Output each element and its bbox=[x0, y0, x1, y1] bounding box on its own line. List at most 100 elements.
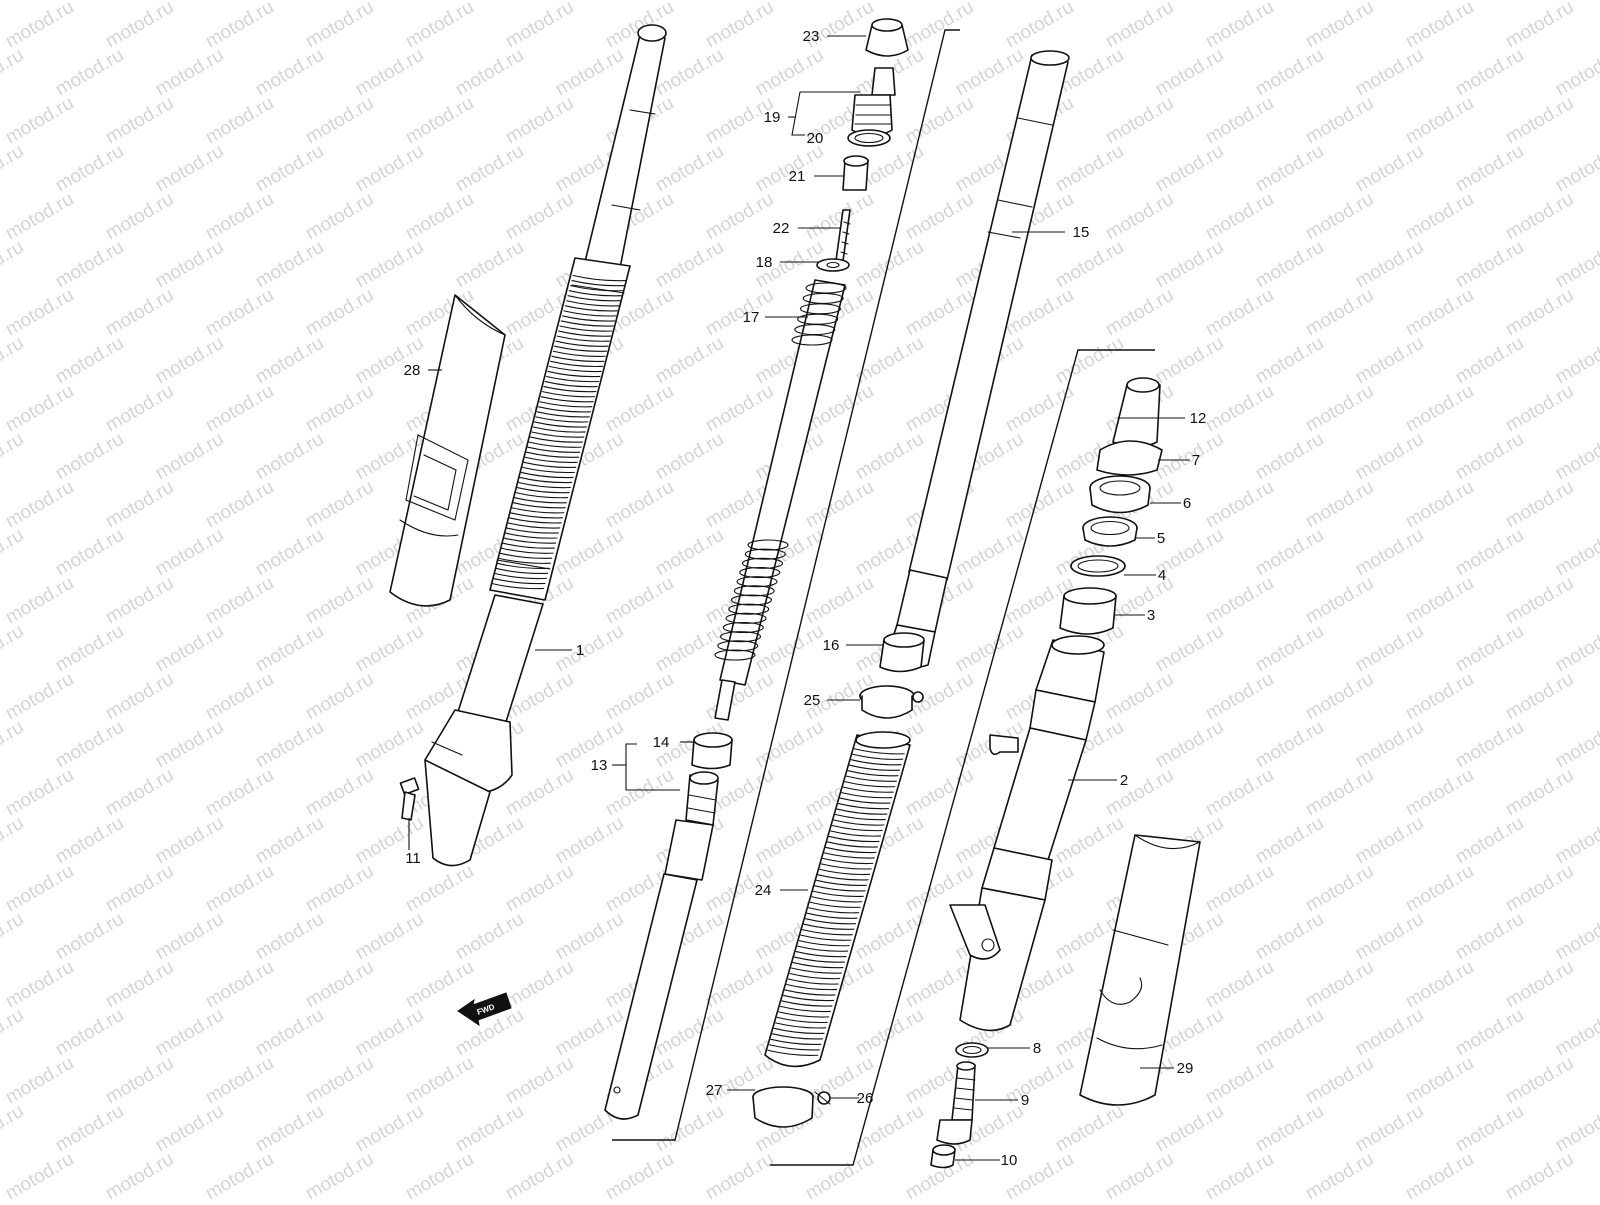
watermark-text: motod.ru bbox=[302, 1053, 377, 1109]
watermark-text: motod.ru bbox=[302, 957, 377, 1013]
watermark-text: motod.ru bbox=[1402, 861, 1477, 917]
boot-rib bbox=[820, 863, 872, 870]
watermark-text: motod.ru bbox=[302, 861, 377, 917]
watermark-text: motod.ru bbox=[302, 0, 377, 52]
watermark-text: motod.ru bbox=[652, 45, 727, 101]
watermark-text: motod.ru bbox=[652, 141, 727, 197]
watermark-text: motod.ru bbox=[1402, 477, 1477, 533]
watermark-text: motod.ru bbox=[2, 669, 77, 725]
watermark-text: motod.ru bbox=[202, 957, 277, 1013]
watermark-text: motod.ru bbox=[152, 621, 227, 677]
boot-rib bbox=[801, 929, 853, 936]
spring-coil bbox=[733, 585, 775, 597]
spring-coil bbox=[741, 557, 784, 569]
watermark-text: motod.ru bbox=[202, 573, 277, 629]
boot-rib bbox=[517, 481, 571, 489]
watermark-text: motod.ru bbox=[502, 189, 577, 245]
boot-rib bbox=[528, 441, 582, 448]
watermark-text: motod.ru bbox=[952, 45, 1027, 101]
watermark-text: motod.ru bbox=[1252, 1101, 1327, 1157]
boot-rib bbox=[563, 310, 617, 317]
watermark-text: motod.ru bbox=[1352, 909, 1427, 965]
boot-rib bbox=[789, 972, 841, 980]
boot-rib bbox=[773, 1027, 825, 1035]
callout-6: 6 bbox=[1183, 495, 1191, 512]
watermark-text: motod.ru bbox=[652, 237, 727, 293]
watermark-text: motod.ru bbox=[0, 813, 27, 869]
watermark-text: motod.ru bbox=[302, 1149, 377, 1200]
watermark-text: motod.ru bbox=[1152, 237, 1227, 293]
watermark-text: motod.ru bbox=[102, 285, 177, 341]
watermark-text: motod.ru bbox=[1402, 93, 1477, 149]
watermark-text: motod.ru bbox=[1202, 861, 1277, 917]
callout-7: 7 bbox=[1192, 452, 1200, 469]
watermark-text: motod.ru bbox=[402, 861, 477, 917]
watermark-text: motod.ru bbox=[1202, 285, 1277, 341]
boot-rib bbox=[519, 476, 573, 484]
watermark-text: motod.ru bbox=[552, 45, 627, 101]
watermark-text: motod.ru bbox=[102, 93, 177, 149]
watermark-text: motod.ru bbox=[1202, 765, 1277, 821]
boot-rib bbox=[547, 370, 601, 378]
spring-coil bbox=[717, 640, 759, 652]
watermark-text: motod.ru bbox=[1452, 237, 1527, 293]
boot-rib bbox=[844, 781, 896, 788]
watermark-text: motod.ru bbox=[702, 381, 777, 437]
watermark-text: motod.ru bbox=[1502, 669, 1577, 725]
watermark-text: motod.ru bbox=[1202, 189, 1277, 245]
watermark-text: motod.ru bbox=[502, 957, 577, 1013]
watermark-text: motod.ru bbox=[102, 957, 177, 1013]
boot-rib bbox=[819, 868, 871, 876]
boot-rib bbox=[493, 572, 547, 580]
watermark-text: motod.ru bbox=[252, 813, 327, 869]
watermark-text: motod.ru bbox=[1302, 381, 1377, 437]
leader-lines bbox=[408, 35, 1190, 1161]
watermark-text: motod.ru bbox=[302, 765, 377, 821]
boot-rib bbox=[558, 330, 612, 337]
watermark-text: motod.ru bbox=[252, 621, 327, 677]
watermark-text: motod.ru bbox=[1202, 1149, 1277, 1200]
boot-rib bbox=[532, 426, 586, 433]
watermark-text: motod.ru bbox=[2, 477, 77, 533]
watermark-text: motod.ru bbox=[602, 573, 677, 629]
watermark-text: motod.ru bbox=[652, 333, 727, 389]
watermark-text: motod.ru bbox=[52, 45, 127, 101]
watermark-text: motod.ru bbox=[1402, 1149, 1477, 1200]
watermark-text: motod.ru bbox=[2, 0, 77, 52]
washer-part-5 bbox=[1082, 516, 1138, 547]
watermark-text: motod.ru bbox=[1452, 813, 1527, 869]
watermark-text: motod.ru bbox=[1402, 669, 1477, 725]
watermark-text: motod.ru bbox=[1502, 861, 1577, 917]
boot-rib bbox=[831, 824, 883, 832]
watermark-text: motod.ru bbox=[202, 1149, 277, 1200]
callout-10: 10 bbox=[1001, 1152, 1018, 1169]
watermark-text: motod.ru bbox=[352, 717, 427, 773]
boot-rib bbox=[520, 471, 574, 479]
watermark-text: motod.ru bbox=[52, 813, 127, 869]
watermark-text: motod.ru bbox=[1502, 381, 1577, 437]
boot-rib bbox=[525, 451, 580, 458]
watermark-text: motod.ru bbox=[352, 1101, 427, 1157]
watermark-text: motod.ru bbox=[1002, 381, 1077, 437]
boot-rib bbox=[511, 507, 565, 514]
forward-direction-arrow: FWD bbox=[457, 992, 512, 1027]
boot-rib bbox=[848, 764, 901, 771]
watermark-text: motod.ru bbox=[1252, 717, 1327, 773]
watermark-text: motod.ru bbox=[2, 1053, 77, 1109]
callout-14: 14 bbox=[653, 734, 670, 751]
oil-seal-part-6 bbox=[1089, 475, 1151, 514]
watermark-text: motod.ru bbox=[0, 45, 27, 101]
watermark-text: motod.ru bbox=[302, 93, 377, 149]
boot-rib bbox=[544, 380, 598, 388]
watermark-text: motod.ru bbox=[202, 477, 277, 533]
watermark-text: motod.ru bbox=[1152, 621, 1227, 677]
watermark-text: motod.ru bbox=[1552, 525, 1600, 581]
watermark-text: motod.ru bbox=[102, 669, 177, 725]
boot-rib bbox=[825, 846, 877, 854]
watermark-text: motod.ru bbox=[102, 861, 177, 917]
boot-rib bbox=[817, 874, 869, 881]
boot-rib bbox=[550, 360, 604, 368]
callout-labels: 23 19 20 21 22 18 17 15 28 1 11 14 13 16… bbox=[404, 28, 1207, 1169]
boot-rib bbox=[850, 759, 902, 766]
boot-rib bbox=[515, 492, 569, 499]
